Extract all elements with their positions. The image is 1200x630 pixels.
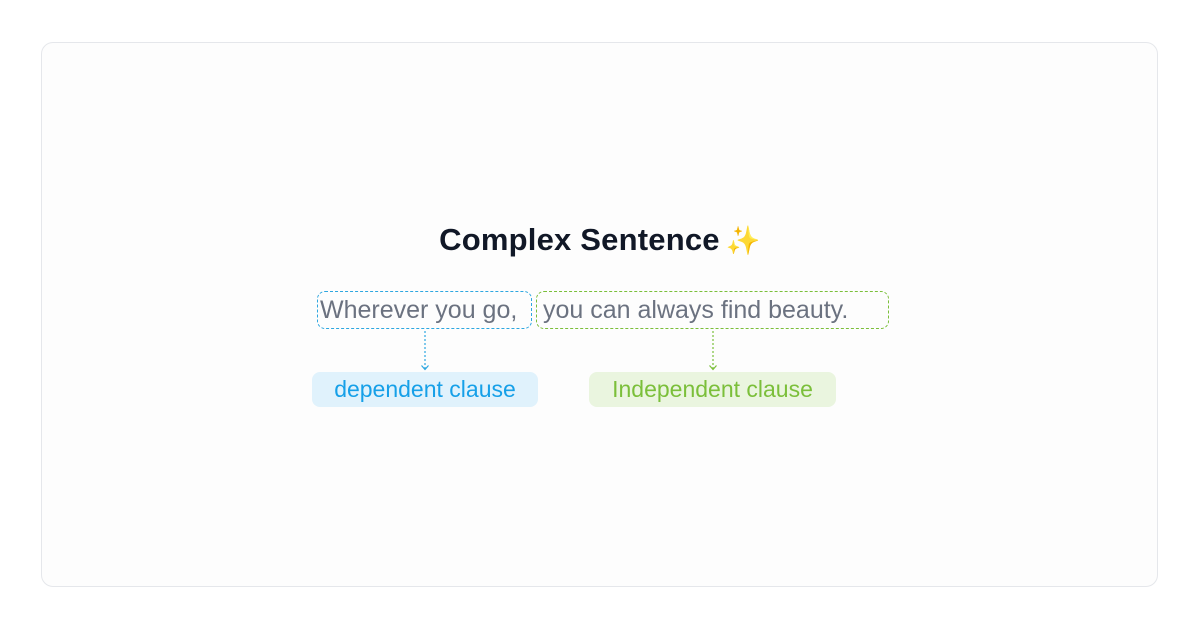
title-text: Complex Sentence [439, 222, 720, 257]
diagram-title: Complex Sentence✨ [0, 222, 1200, 258]
sparkles-icon: ✨ [725, 225, 761, 256]
dependent-arrow-icon [421, 331, 429, 371]
dependent-clause-box: Wherever you go, [317, 291, 532, 329]
independent-clause-box: you can always find beauty. [536, 291, 889, 329]
diagram-card [41, 42, 1158, 587]
independent-clause-label: Independent clause [589, 372, 836, 407]
independent-arrow-icon [709, 331, 717, 371]
dependent-clause-label: dependent clause [312, 372, 538, 407]
